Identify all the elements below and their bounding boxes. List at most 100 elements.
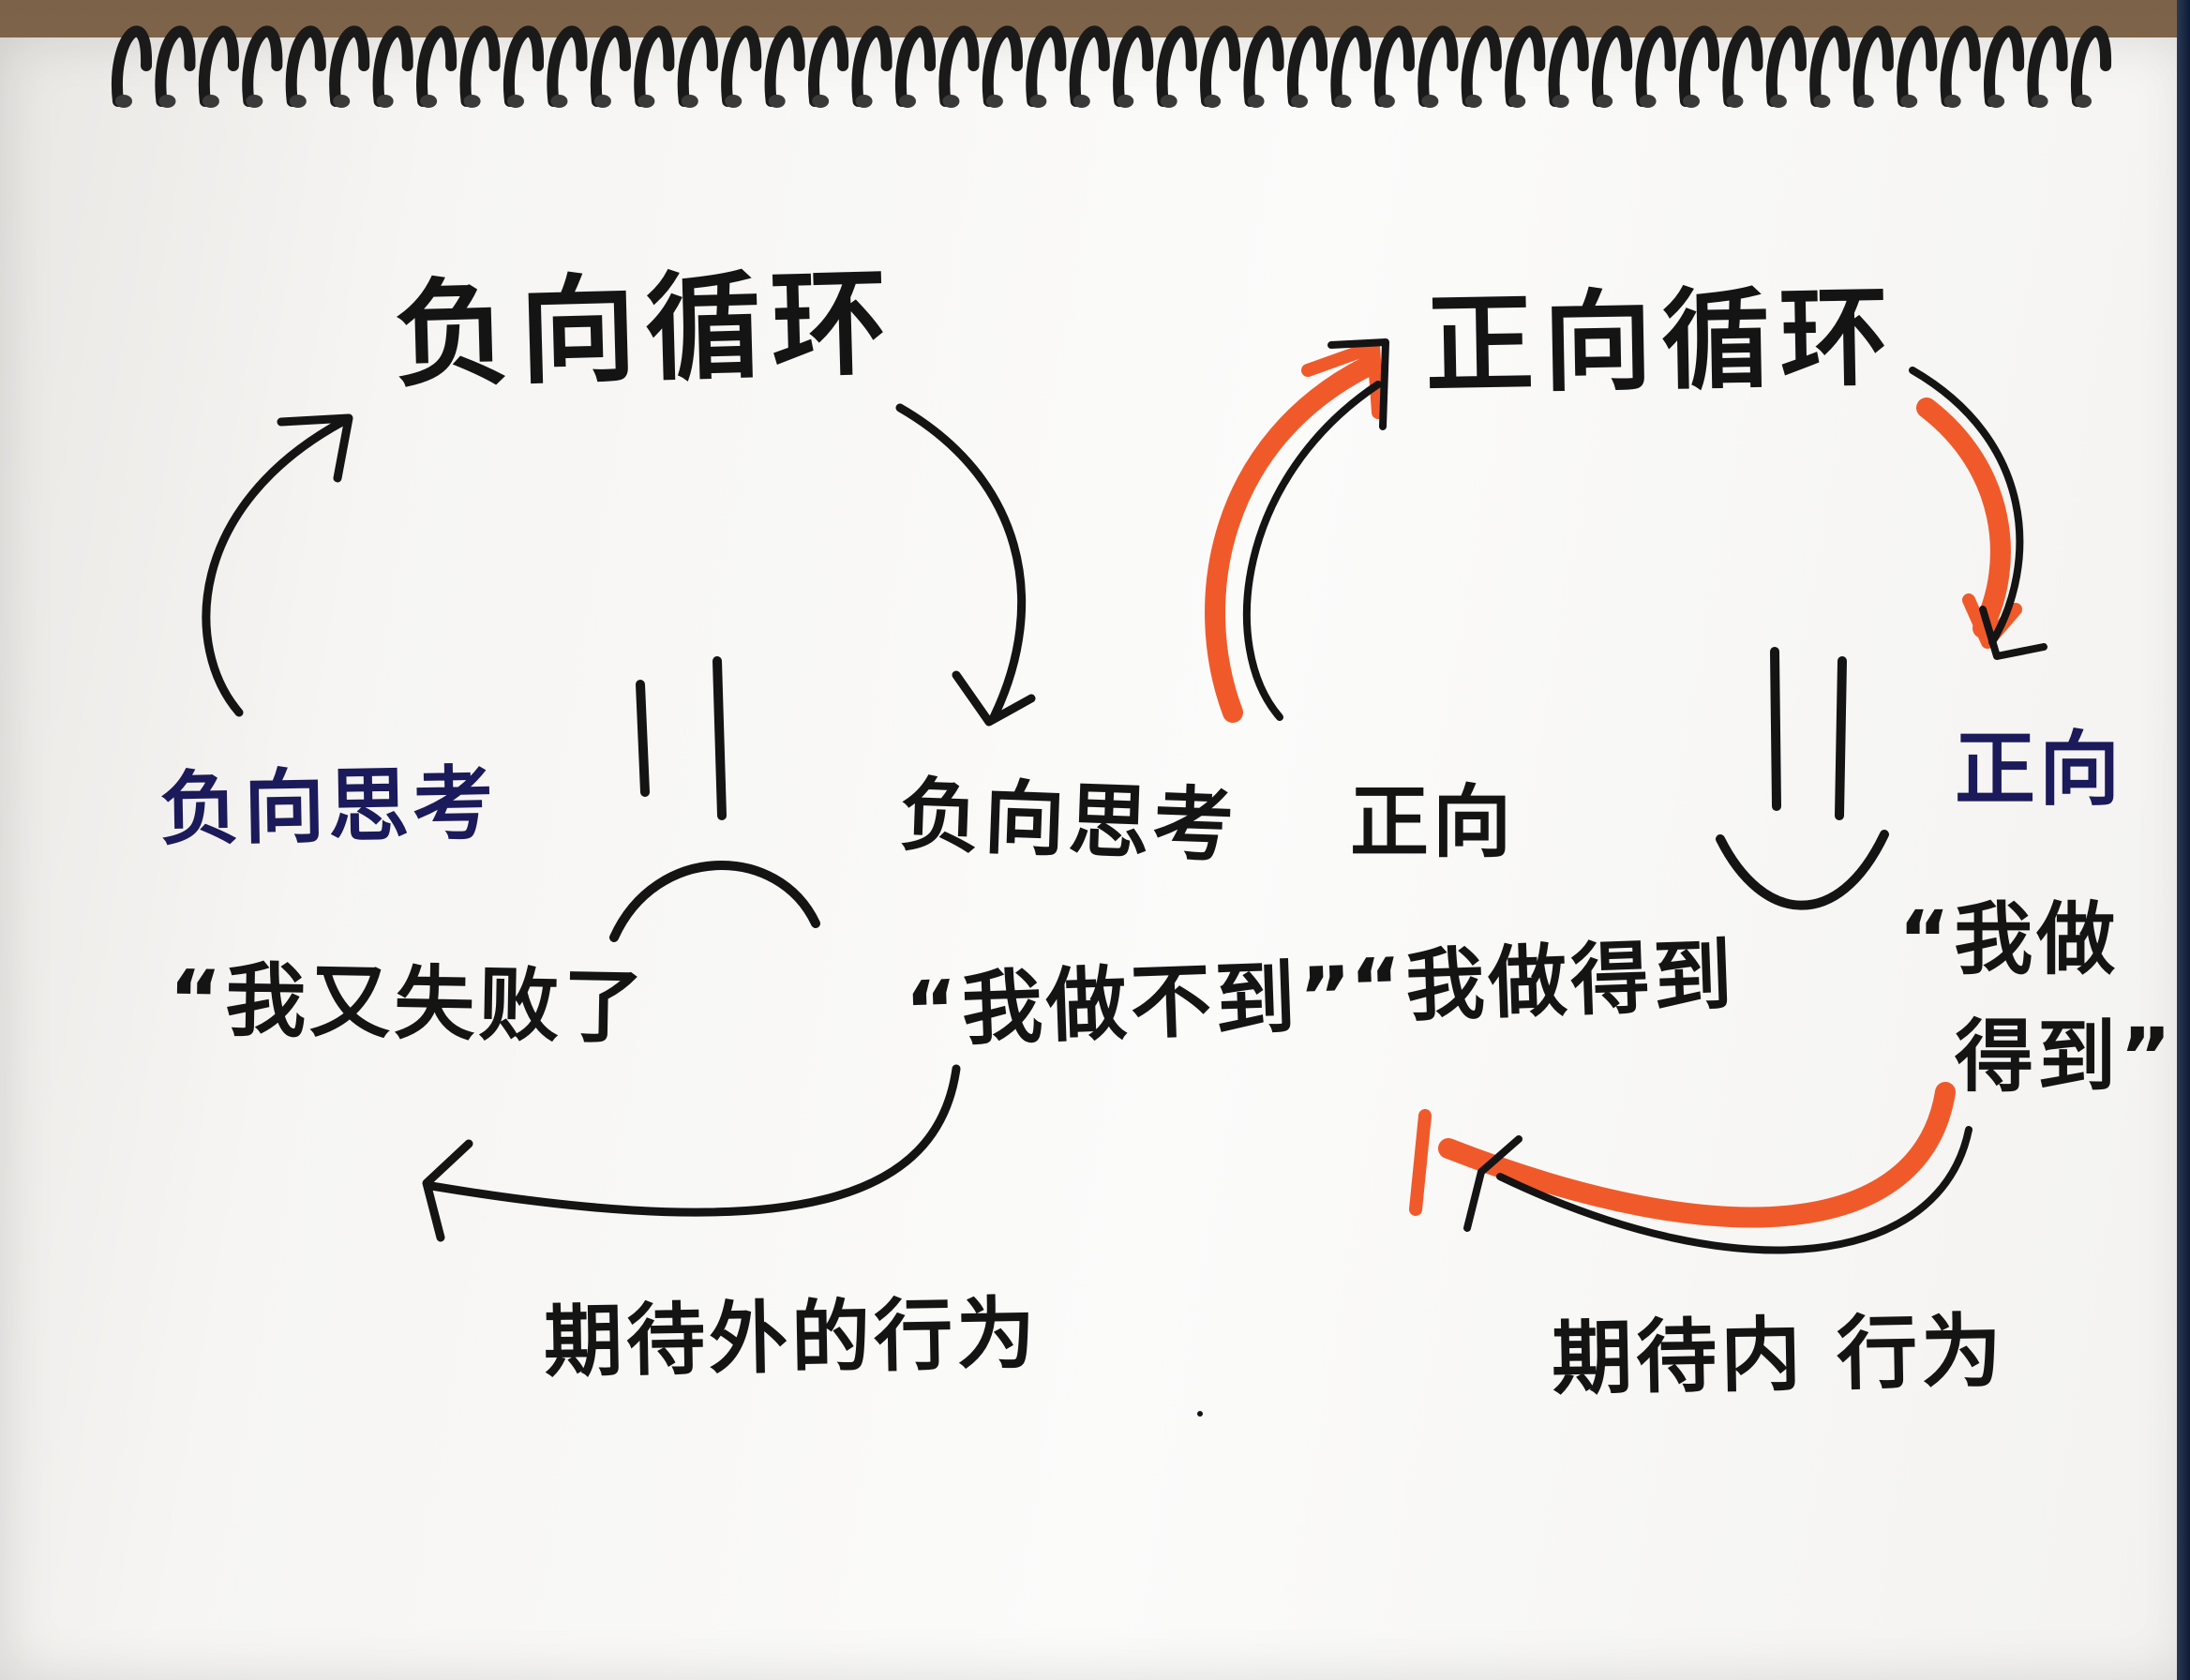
spiral-binding-loop	[1113, 25, 1154, 107]
happy-face-right-eye	[1835, 656, 1847, 820]
spiral-binding-loop	[1809, 25, 1851, 107]
pos-highlight-head-bottom	[1409, 1109, 1432, 1216]
neg-arrow-right-down	[895, 403, 1027, 722]
binding-hole	[942, 95, 960, 108]
binding-hole	[115, 95, 132, 108]
negative-thinking-label-right: 负向思考	[898, 768, 1239, 875]
spiral-binding-loop	[808, 25, 849, 107]
binding-hole	[463, 95, 481, 108]
spiral-binding-loop	[155, 25, 196, 107]
spiral-binding-loop	[851, 25, 892, 107]
sad-face-left-eye	[636, 680, 650, 797]
binding-hole	[593, 95, 611, 108]
spiral-binding-loop	[1984, 25, 2025, 107]
neg-arrowhead-bottom	[422, 1139, 473, 1242]
spiral-binding-loop	[1635, 25, 1676, 107]
binding-hole	[1900, 95, 1918, 108]
binding-hole	[1726, 95, 1744, 108]
spiral-binding-loop	[1286, 25, 1328, 107]
binding-hole	[376, 95, 394, 108]
spiral-binding-loop	[1200, 25, 1241, 107]
background-edge	[2177, 0, 2190, 1680]
spiral-binding-loop	[1069, 25, 1110, 107]
binding-hole	[202, 95, 219, 108]
spiral-binding-loop	[1330, 25, 1372, 107]
happy-face-left-eye	[1770, 647, 1781, 811]
binding-hole	[1988, 95, 2005, 108]
spiral-binding-loop	[1765, 25, 1807, 107]
binding-hole	[1117, 95, 1134, 108]
spiral-binding-loop	[1505, 25, 1546, 107]
binding-hole	[333, 95, 351, 108]
neg-arrow-bottom	[427, 1064, 961, 1217]
negative-thinking-label-left: 负向思考	[158, 757, 498, 858]
positive-quote-right-line1: “我做	[1898, 893, 2120, 985]
spiral-binding-loop	[1852, 25, 1894, 107]
pos-arrow-left-up	[1242, 381, 1382, 721]
negative-behavior-label: 期待外的行为	[543, 1287, 1040, 1388]
spiral-binding-loop	[1026, 25, 1067, 107]
binding-hole	[855, 95, 873, 108]
neg-arrowhead-right	[952, 670, 1036, 727]
neg-arrowhead-left	[277, 413, 353, 483]
pos-arrowhead-right	[1979, 606, 2048, 660]
sad-face-right-eye	[712, 656, 727, 820]
spiral-binding-loop	[894, 25, 937, 107]
ink-dot	[1197, 1411, 1203, 1417]
spiral-binding-loop	[502, 25, 545, 107]
binding-hole	[1683, 95, 1700, 108]
binding-hole	[1769, 95, 1787, 108]
binding-hole	[681, 95, 698, 108]
pos-arrowhead-left	[1328, 338, 1389, 430]
positive-cycle-highlights	[1205, 340, 2022, 1228]
positive-quote-left: “我做得到	[1348, 928, 1738, 1035]
spiral-binding-loop	[2070, 25, 2112, 107]
pos-arrow-bottom	[1496, 1126, 1972, 1254]
binding-hole	[2075, 95, 2092, 108]
frowning-face-icon	[609, 656, 820, 942]
smiling-face-icon	[1716, 647, 1889, 910]
pos-highlight-right-down	[1916, 398, 2011, 638]
binding-hole	[2031, 95, 2048, 108]
binding-hole	[1204, 95, 1222, 108]
spiral-binding-loop	[677, 25, 718, 107]
binding-hole	[1029, 95, 1047, 108]
negative-cycle-arrows	[202, 403, 1036, 1242]
happy-face-mouth	[1716, 830, 1889, 910]
positive-label-left: 正向	[1350, 776, 1516, 868]
spiral-binding-loop	[1418, 25, 1459, 107]
positive-label-right: 正向	[1955, 723, 2123, 817]
negative-quote-left: “我又失败了	[168, 952, 649, 1056]
pos-highlight-left-up	[1205, 355, 1379, 723]
binding-hole	[1377, 95, 1395, 108]
binding-hole	[1072, 95, 1090, 108]
spiral-binding-loop	[938, 25, 980, 107]
binding-hole	[1464, 95, 1482, 108]
spiral-binding-loop	[285, 25, 326, 107]
notebook-page	[0, 38, 2190, 1680]
binding-hole	[1856, 95, 1874, 108]
spiral-binding-loop	[198, 25, 239, 107]
spiral-binding-loop	[372, 25, 413, 107]
binding-hole	[1421, 95, 1439, 108]
positive-cycle-title: 正向循环	[1424, 274, 1899, 410]
spiral-binding-loop	[547, 25, 588, 107]
binding-hole	[1813, 95, 1831, 108]
spiral-binding-loop	[459, 25, 501, 107]
spiral-binding-icon	[111, 25, 2112, 108]
spiral-binding-loop	[1592, 25, 1633, 107]
negative-quote-right: “我做不到”	[903, 949, 1358, 1059]
positive-behavior-label: 期待内 行为	[1551, 1304, 2006, 1407]
spiral-binding-loop	[1722, 25, 1763, 107]
binding-hole	[289, 95, 307, 108]
spiral-binding-loop	[590, 25, 631, 107]
binding-hole	[1943, 95, 1961, 108]
positive-quote-right-line2: 得到”	[1955, 1011, 2176, 1102]
spiral-binding-loop	[416, 25, 458, 107]
pos-highlight-head-left	[1301, 340, 1385, 419]
pos-arrow-right-down	[1909, 367, 2024, 646]
binding-hole	[768, 95, 786, 108]
sad-face-mouth	[609, 861, 820, 942]
